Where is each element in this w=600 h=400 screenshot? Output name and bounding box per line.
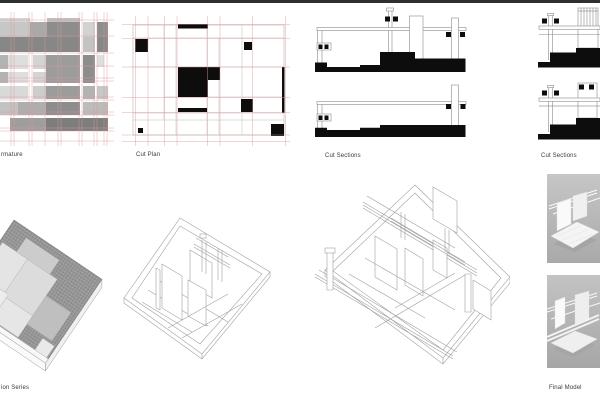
top-border-rule (0, 0, 600, 3)
cut-plan-drawing (122, 16, 290, 146)
cut-plan-label: Cut Plan (136, 152, 161, 158)
final-model-photo-bottom (547, 275, 600, 368)
armature-label: rmature (1, 152, 23, 158)
cut-sections-drawing-right (538, 6, 600, 148)
cut-sections-drawing-left (308, 6, 480, 148)
cut-sections-left-label: Cut Sections (325, 153, 361, 159)
final-model-label: Final Model (549, 385, 582, 391)
erosion-series-render (0, 206, 110, 376)
axon-wireframe-large (305, 178, 510, 370)
series-label: ion Series (1, 385, 30, 391)
final-model-photo-top (547, 174, 600, 263)
cut-sections-right-label: Cut Sections (541, 153, 577, 159)
axon-wireframe-small (118, 210, 278, 362)
armature-plan-drawing (0, 12, 114, 146)
